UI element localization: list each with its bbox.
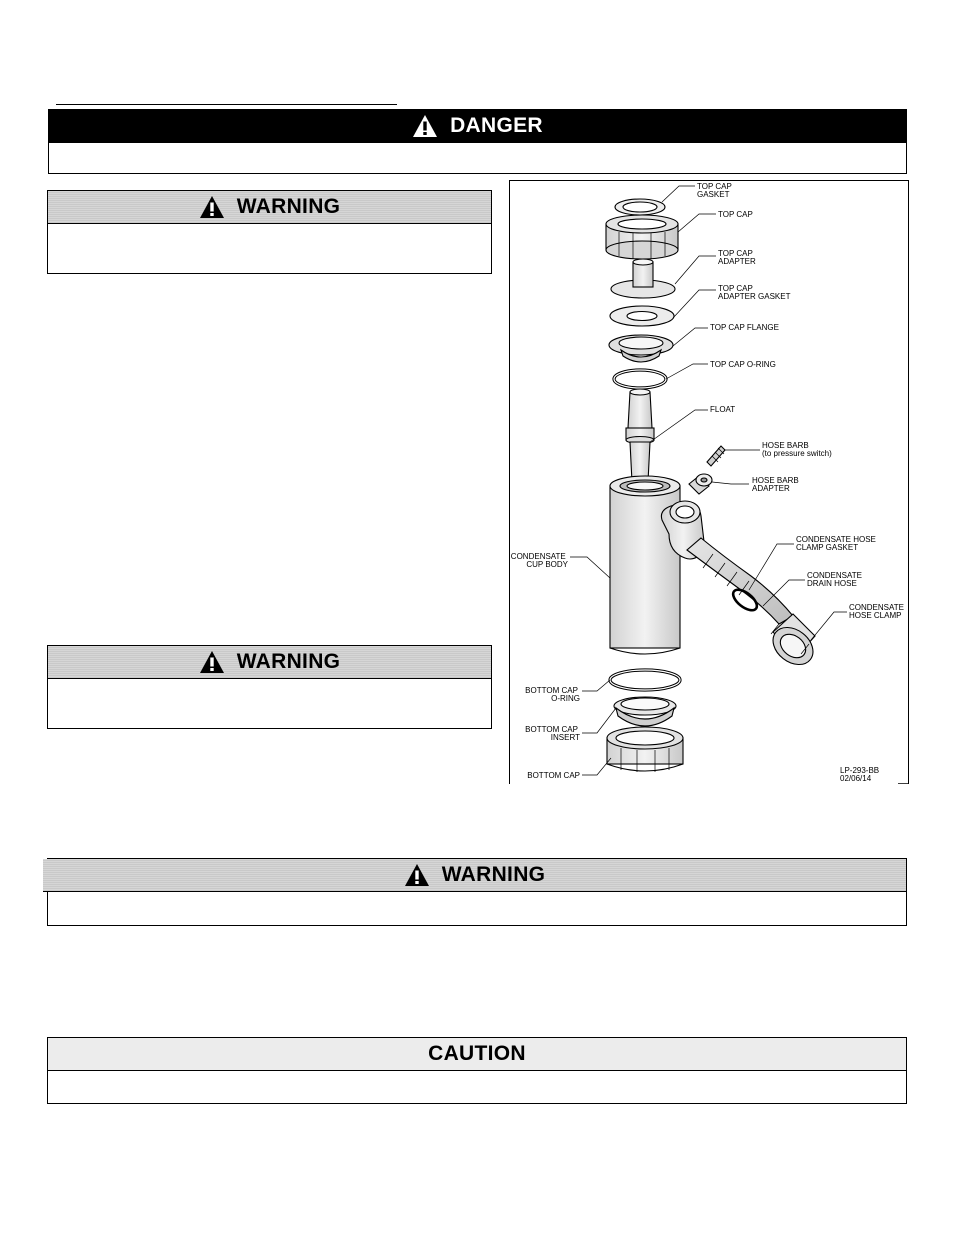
caution-notice: CAUTION [47, 1037, 907, 1104]
label-float: FLOAT [710, 405, 735, 414]
hose-barb-part [706, 445, 726, 467]
condensate-hose-clamp-part [770, 613, 816, 666]
diagram-svg: TOP CAP GASKET TOP CAP TOP CAP ADAPTER T… [509, 180, 909, 784]
label-top-cap-o-ring: TOP CAP O-RING [710, 360, 776, 369]
condensate-trap-exploded-diagram: TOP CAP GASKET TOP CAP TOP CAP ADAPTER T… [509, 180, 909, 784]
danger-title: DANGER [450, 114, 543, 137]
hose-barb-adapter-part [688, 473, 713, 495]
condensate-drain-hose-part [686, 537, 794, 625]
top-cap-flange-part [608, 334, 674, 363]
top-cap-adapter-gasket-part [609, 305, 675, 327]
label-bottom-cap-insert: BOTTOM CAP INSERT [525, 725, 580, 742]
danger-notice: DANGER [48, 109, 907, 174]
warning-triangle-icon [199, 196, 224, 218]
warning-triangle-icon [413, 115, 438, 137]
label-condensate-cup-body: CONDENSATE CUP BODY [511, 552, 569, 569]
label-top-cap-gasket: TOP CAP GASKET [697, 182, 734, 199]
drawing-id: LP-293-BB 02/06/14 [840, 766, 881, 783]
condensate-hose-clamp-gasket-part [731, 588, 759, 612]
warning-notice-3: WARNING [43, 858, 907, 926]
float-part [625, 388, 655, 486]
label-condensate-drain-hose: CONDENSATE DRAIN HOSE [807, 571, 864, 588]
bottom-cap-insert-part [613, 696, 677, 727]
label-top-cap-flange: TOP CAP FLANGE [710, 323, 779, 332]
warning-header-1: WARNING [48, 191, 491, 224]
top-cap-part [605, 214, 679, 260]
warning-notice-2: WARNING [47, 645, 492, 729]
label-bottom-cap-o-ring: BOTTOM CAP O-RING [525, 686, 580, 703]
bottom-cap-o-ring-part [608, 668, 682, 692]
warning-title: WARNING [236, 195, 341, 218]
label-top-cap-adapter-gasket: TOP CAP ADAPTER GASKET [718, 284, 791, 301]
top-cap-o-ring-part [612, 368, 668, 390]
label-condensate-hose-clamp: CONDENSATE HOSE CLAMP [849, 603, 906, 620]
condensate-cup-body-part [609, 475, 706, 655]
warning-header-3: WARNING [43, 859, 906, 892]
warning-title: WARNING [441, 863, 546, 886]
bottom-cap-part [606, 726, 684, 772]
label-top-cap: TOP CAP [718, 210, 753, 219]
caution-header: CAUTION [48, 1038, 906, 1071]
section-header-rule [56, 104, 397, 105]
danger-header: DANGER [49, 110, 906, 143]
label-condensate-hose-clamp-gasket: CONDENSATE HOSE CLAMP GASKET [796, 535, 878, 552]
warning-triangle-icon [199, 651, 224, 673]
top-cap-gasket-part [614, 198, 666, 216]
label-top-cap-adapter: TOP CAP ADAPTER [718, 249, 756, 266]
label-hose-barb: HOSE BARB (to pressure switch) [762, 441, 832, 458]
top-cap-adapter-part [610, 258, 676, 299]
label-bottom-cap: BOTTOM CAP [527, 771, 580, 780]
warning-notice-1: WARNING [47, 190, 492, 274]
warning-triangle-icon [404, 864, 429, 886]
label-hose-barb-adapter: HOSE BARB ADAPTER [752, 476, 801, 493]
warning-header-2: WARNING [48, 646, 491, 679]
warning-title: WARNING [236, 650, 341, 673]
caution-title: CAUTION [428, 1042, 526, 1065]
